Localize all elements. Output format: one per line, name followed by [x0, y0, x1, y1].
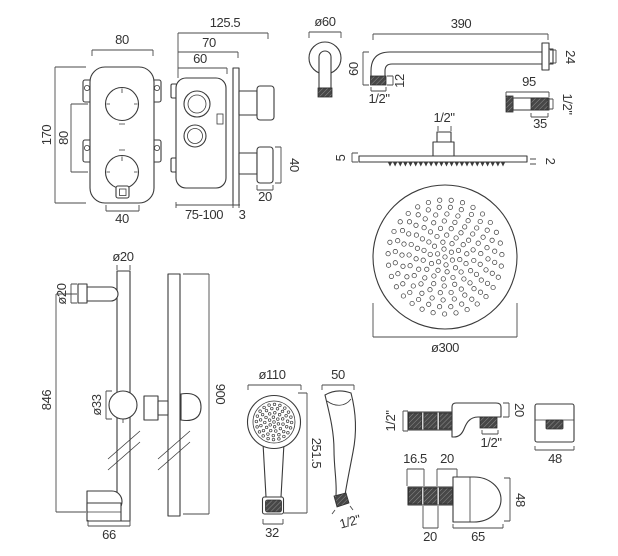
handle-profile	[256, 85, 275, 121]
hand-shower-front-view: ø110 251.5 32	[246, 367, 324, 540]
head-plate	[358, 155, 528, 163]
elbow-threaded-pipe	[408, 412, 453, 430]
dim-elbow-face-width: 48	[548, 451, 562, 466]
dim-valve-to-plate: 70	[202, 35, 216, 50]
slide-rail-front-view: ø20 ø20 846 ø33 66	[39, 249, 141, 542]
thread-hatch	[545, 419, 564, 430]
dim-valve-body-depth: 60	[193, 51, 207, 66]
dim-arm-drop: 60	[346, 62, 361, 76]
dim-elbow-depth: 20	[512, 403, 527, 417]
dim-fixing-centres: 846	[39, 390, 54, 411]
hand-spray-holes	[254, 402, 294, 442]
thread-hatch	[479, 416, 498, 429]
thread-hatch	[265, 499, 282, 513]
dim-head-connector: 1/2"	[433, 110, 455, 125]
dim-hand-diameter: ø110	[258, 367, 285, 382]
head-spray-holes	[385, 197, 505, 317]
break-marks	[107, 430, 141, 471]
dim-elbow-seg: 20	[423, 529, 437, 544]
thread-hatch	[530, 97, 549, 111]
arm-wall-flange	[541, 42, 550, 71]
valve-side-view: 125.5 70 60 40 20 75-100 3	[170, 15, 302, 222]
valve-front-view: 80 170 80 40	[39, 32, 162, 226]
hand-shower-handle	[262, 442, 285, 498]
thread-hatch	[333, 492, 350, 508]
outlet-flange	[505, 95, 514, 113]
rail-side	[167, 273, 181, 517]
dim-hand-length: 251.5	[309, 438, 324, 469]
head-nozzles	[387, 162, 506, 167]
dim-slider-diameter: ø33	[89, 394, 104, 415]
slider-wall-block	[143, 395, 159, 421]
dim-arm-length: 390	[451, 16, 472, 31]
dim-elbow-thread-a: 16.5	[403, 451, 427, 466]
dim-elbow-outlet-thread: 1/2"	[480, 435, 502, 450]
dim-valve-knob-spacing: 80	[56, 131, 71, 145]
shower-head-face-view: ø300	[372, 184, 518, 355]
thread-hatch	[317, 87, 333, 98]
dim-valve-width: 80	[115, 32, 129, 47]
outlet-elbow-front-view: 48	[534, 403, 575, 466]
dim-arm-wall-diameter: 24	[563, 50, 578, 64]
dim-head-diameter: ø300	[431, 340, 459, 355]
dim-rail-length: 900	[213, 384, 228, 405]
break-marks	[157, 430, 191, 471]
dim-base-width: 66	[102, 527, 116, 542]
dim-hand-depth: 50	[331, 367, 345, 382]
dim-valve-height: 170	[39, 125, 54, 146]
hand-shower-side-view: 50 1/2"	[321, 367, 363, 531]
dim-handle-depth: 20	[258, 189, 272, 204]
dim-nozzle-height: 2	[543, 158, 558, 165]
dim-outlet-thread: 1/2"	[560, 93, 575, 115]
dim-valve-total-depth: 125.5	[210, 15, 241, 30]
rail-slider	[108, 390, 138, 420]
rail-top-bracket	[86, 286, 119, 302]
dim-arm-thread-length: 12	[392, 74, 407, 88]
thread-hatch	[370, 75, 387, 86]
elbow-threaded-pipe	[408, 487, 453, 505]
valve-outlet	[115, 185, 130, 199]
dim-wall-range: 75-100	[185, 207, 223, 222]
shower-arm-flange-view: ø60	[308, 14, 342, 98]
head-connector	[432, 141, 455, 157]
dim-handle-height: 40	[287, 158, 302, 172]
dim-handle-width: 32	[265, 525, 279, 540]
angled-elbow-view: 16.5 20 48 20 65	[403, 451, 528, 544]
dim-elbow-inlet-thread: 1/2"	[383, 410, 398, 432]
dim-elbow-height: 48	[513, 493, 528, 507]
shower-arm-view: 390 24 60 12 1/2"	[346, 16, 578, 106]
wall-plate	[232, 67, 240, 206]
hand-shower-profile	[324, 390, 352, 396]
dim-flange-diameter: ø60	[314, 14, 335, 29]
outlet-elbow-side-view: 1/2" 20 1/2"	[383, 402, 527, 450]
handset-holder	[180, 392, 202, 422]
slide-rail-side-view: 900	[143, 273, 228, 517]
dim-arm-thread: 1/2"	[368, 91, 390, 106]
angled-elbow-body	[452, 476, 502, 523]
dim-plate-thickness: 3	[239, 207, 246, 222]
dim-hand-thread: 1/2"	[338, 511, 363, 531]
elbow-body	[451, 402, 502, 438]
dim-outlet-length: 95	[522, 74, 536, 89]
shower-head-side-view: 1/2" 5 2	[333, 110, 558, 167]
dim-valve-outlet: 40	[115, 211, 129, 226]
dim-elbow-length: 65	[471, 529, 485, 544]
handle-profile	[256, 146, 274, 184]
dim-outlet-thread-length: 35	[533, 116, 547, 131]
valve-knob	[104, 86, 140, 122]
dim-rail-diameter: ø20	[112, 249, 133, 264]
dim-head-edge: 5	[333, 154, 348, 161]
wall-outlet-view: 95 1/2" 35	[505, 74, 575, 131]
dim-elbow-thread-b: 20	[440, 451, 454, 466]
